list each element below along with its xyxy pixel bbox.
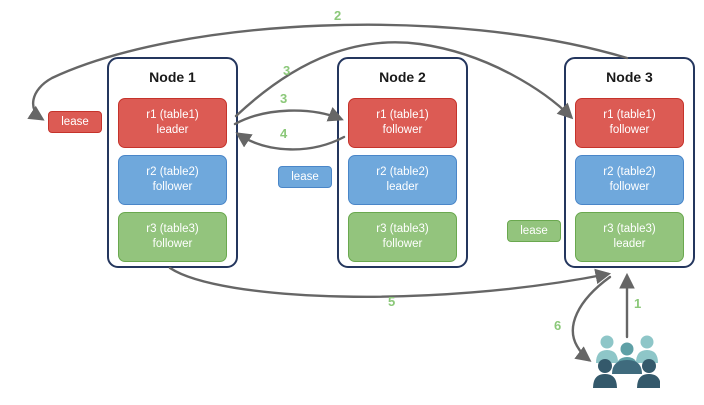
node-2-replica-r3: r3 (table3) follower bbox=[348, 212, 457, 262]
node-1: Node 1 r1 (table1) leader r2 (table2) fo… bbox=[107, 57, 238, 268]
step-label-2: 2 bbox=[334, 8, 342, 23]
users-icon bbox=[593, 335, 660, 388]
replica-name: r2 (table2) bbox=[603, 166, 656, 179]
lease-badge-r3: lease bbox=[507, 220, 561, 242]
node-1-replica-r1: r1 (table1) leader bbox=[118, 98, 227, 148]
replica-name: r1 (table1) bbox=[376, 109, 429, 122]
step-label-4: 4 bbox=[280, 126, 288, 141]
replica-role: leader bbox=[613, 238, 646, 250]
node-1-replica-r2: r2 (table2) follower bbox=[118, 155, 227, 205]
step-label-5: 5 bbox=[388, 294, 396, 309]
replica-role: follower bbox=[382, 124, 423, 136]
replica-role: follower bbox=[152, 238, 193, 250]
replica-name: r3 (table3) bbox=[146, 223, 199, 236]
node-1-title: Node 1 bbox=[149, 69, 196, 85]
replica-name: r2 (table2) bbox=[146, 166, 199, 179]
replica-name: r2 (table2) bbox=[376, 166, 429, 179]
node-3-replica-r3: r3 (table3) leader bbox=[575, 212, 684, 262]
replica-role: leader bbox=[386, 181, 419, 193]
replica-name: r1 (table1) bbox=[146, 109, 199, 122]
replica-role: follower bbox=[152, 181, 193, 193]
node-3-replica-r2: r2 (table2) follower bbox=[575, 155, 684, 205]
node-1-replica-r3: r3 (table3) follower bbox=[118, 212, 227, 262]
replica-name: r3 (table3) bbox=[376, 223, 429, 236]
replica-role: follower bbox=[382, 238, 423, 250]
node-2: Node 2 r1 (table1) follower r2 (table2) … bbox=[337, 57, 468, 268]
node-2-replica-r1: r1 (table1) follower bbox=[348, 98, 457, 148]
step-label-6: 6 bbox=[554, 318, 562, 333]
step-label-3b: 3 bbox=[280, 91, 288, 106]
replica-name: r3 (table3) bbox=[603, 223, 656, 236]
lease-badge-r2: lease bbox=[278, 166, 332, 188]
arrow-step-5 bbox=[168, 266, 612, 298]
node-3: Node 3 r1 (table1) follower r2 (table2) … bbox=[564, 57, 695, 268]
step-label-3a: 3 bbox=[283, 63, 291, 78]
replica-name: r1 (table1) bbox=[603, 109, 656, 122]
node-3-replica-r1: r1 (table1) follower bbox=[575, 98, 684, 148]
replica-role: follower bbox=[609, 124, 650, 136]
arrow-step-3-to-node2 bbox=[233, 107, 344, 126]
node-2-title: Node 2 bbox=[379, 69, 426, 85]
node-3-title: Node 3 bbox=[606, 69, 653, 85]
lease-badge-r1: lease bbox=[48, 111, 102, 133]
users-front-row bbox=[593, 359, 660, 388]
step-label-1: 1 bbox=[634, 296, 642, 311]
replica-role: leader bbox=[156, 124, 189, 136]
replica-role: follower bbox=[609, 181, 650, 193]
arrow-step-4 bbox=[235, 132, 346, 151]
node-2-replica-r2: r2 (table2) leader bbox=[348, 155, 457, 205]
